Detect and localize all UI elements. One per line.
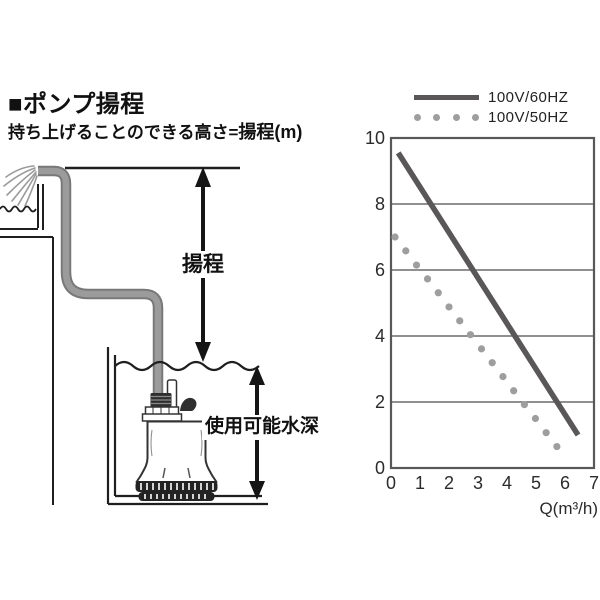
y-tick-label: 0 [375, 458, 385, 478]
legend-label-50hz: 100V/50HZ [488, 108, 569, 126]
x-tick-label: 6 [560, 473, 570, 493]
series-dot-100V/50HZ [402, 247, 410, 255]
series-100V/60HZ [395, 151, 581, 437]
series-dot-100V/50HZ [499, 372, 507, 381]
series-dot-100V/50HZ [477, 345, 486, 353]
x-tick-label: 0 [386, 473, 396, 493]
series-dot-100V/50HZ [510, 387, 518, 395]
legend-label-60hz: 100V/60HZ [488, 88, 569, 106]
y-tick-label: 4 [375, 326, 385, 346]
submersible-pump [135, 379, 218, 501]
series-dot-100V/50HZ [456, 317, 464, 325]
series-dot-100V/50HZ [412, 261, 421, 269]
y-tick-label: 6 [375, 260, 385, 280]
dotted-line-swatch-icon [414, 113, 479, 121]
x-tick-label: 3 [473, 473, 483, 493]
legend-item-60hz: 100V/60HZ [414, 87, 568, 107]
series-dot-100V/50HZ [423, 275, 432, 283]
upper-water-surface [0, 205, 37, 213]
x-tick-label: 4 [502, 473, 512, 493]
upper-tank [0, 184, 54, 505]
series-dot-100V/50HZ [553, 442, 561, 451]
subtitle-emphasis: 揚程(m) [238, 122, 303, 142]
lower-water-surface [114, 360, 260, 372]
series-dot-100V/50HZ [445, 303, 453, 311]
pump-diagram [0, 165, 268, 506]
page-subtitle: 持ち上げることのできる高さ=揚程(m) [8, 118, 302, 144]
y-tick-label: 8 [375, 194, 385, 214]
series-dot-100V/50HZ [488, 359, 496, 367]
x-tick-label: 1 [415, 473, 425, 493]
y-tick-label: 2 [375, 392, 385, 412]
series-dot-100V/50HZ [434, 289, 442, 297]
subtitle-text: 持ち上げることのできる高さ= [8, 123, 239, 142]
chart-legend: 100V/60HZ 100V/50HZ [414, 87, 568, 127]
y-tick-label: 10 [365, 128, 385, 148]
pump-hose [38, 165, 164, 396]
water-spray-icon [3, 165, 38, 207]
x-tick-label: 5 [531, 473, 541, 493]
x-axis-unit-label: Q(m³/h) [539, 499, 598, 518]
page-title: ■ポンプ揚程 [8, 91, 145, 118]
head-label: 揚程 [179, 251, 227, 279]
solid-line-swatch-icon [414, 94, 479, 100]
legend-item-50hz: 100V/50HZ [414, 107, 568, 127]
series-dot-100V/50HZ [531, 414, 540, 423]
series-dot-100V/50HZ [520, 401, 529, 409]
series-dot-100V/50HZ [391, 233, 399, 241]
series-dot-100V/50HZ [466, 331, 475, 339]
depth-label: 使用可能水深 [202, 415, 323, 440]
x-tick-label: 7 [589, 473, 599, 493]
series-dot-100V/50HZ [542, 429, 550, 437]
x-tick-label: 2 [444, 473, 454, 493]
